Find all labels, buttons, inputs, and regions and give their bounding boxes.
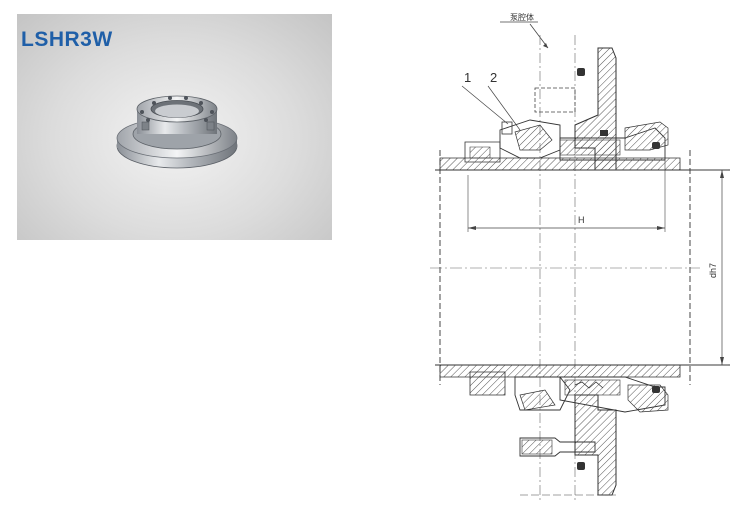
dimension-dh7: dh7: [690, 169, 728, 366]
part-number-callouts: 1 2: [461, 70, 521, 131]
housing-lower: [519, 394, 617, 496]
seal-body-upper: [439, 119, 681, 171]
centerline-vertical: [539, 35, 576, 500]
pump-cavity-callout: 泵腔体: [500, 12, 549, 49]
part-number-1: 1: [464, 70, 471, 85]
model-title: LSHR3W: [21, 28, 113, 51]
seal-body-lower: [439, 364, 681, 413]
dimension-dh7-label: dh7: [708, 263, 718, 278]
product-photo-panel: LSHR3W: [17, 14, 332, 240]
mechanical-seal-photo: [116, 95, 238, 169]
dimension-h-label: H: [578, 215, 585, 225]
part-number-2: 2: [490, 70, 497, 85]
pump-cavity-label: 泵腔体: [510, 12, 534, 22]
dimension-h: H: [467, 160, 666, 232]
shaft: [435, 150, 730, 385]
seal-cross-section-drawing: 泵腔体 1 2: [430, 12, 730, 500]
